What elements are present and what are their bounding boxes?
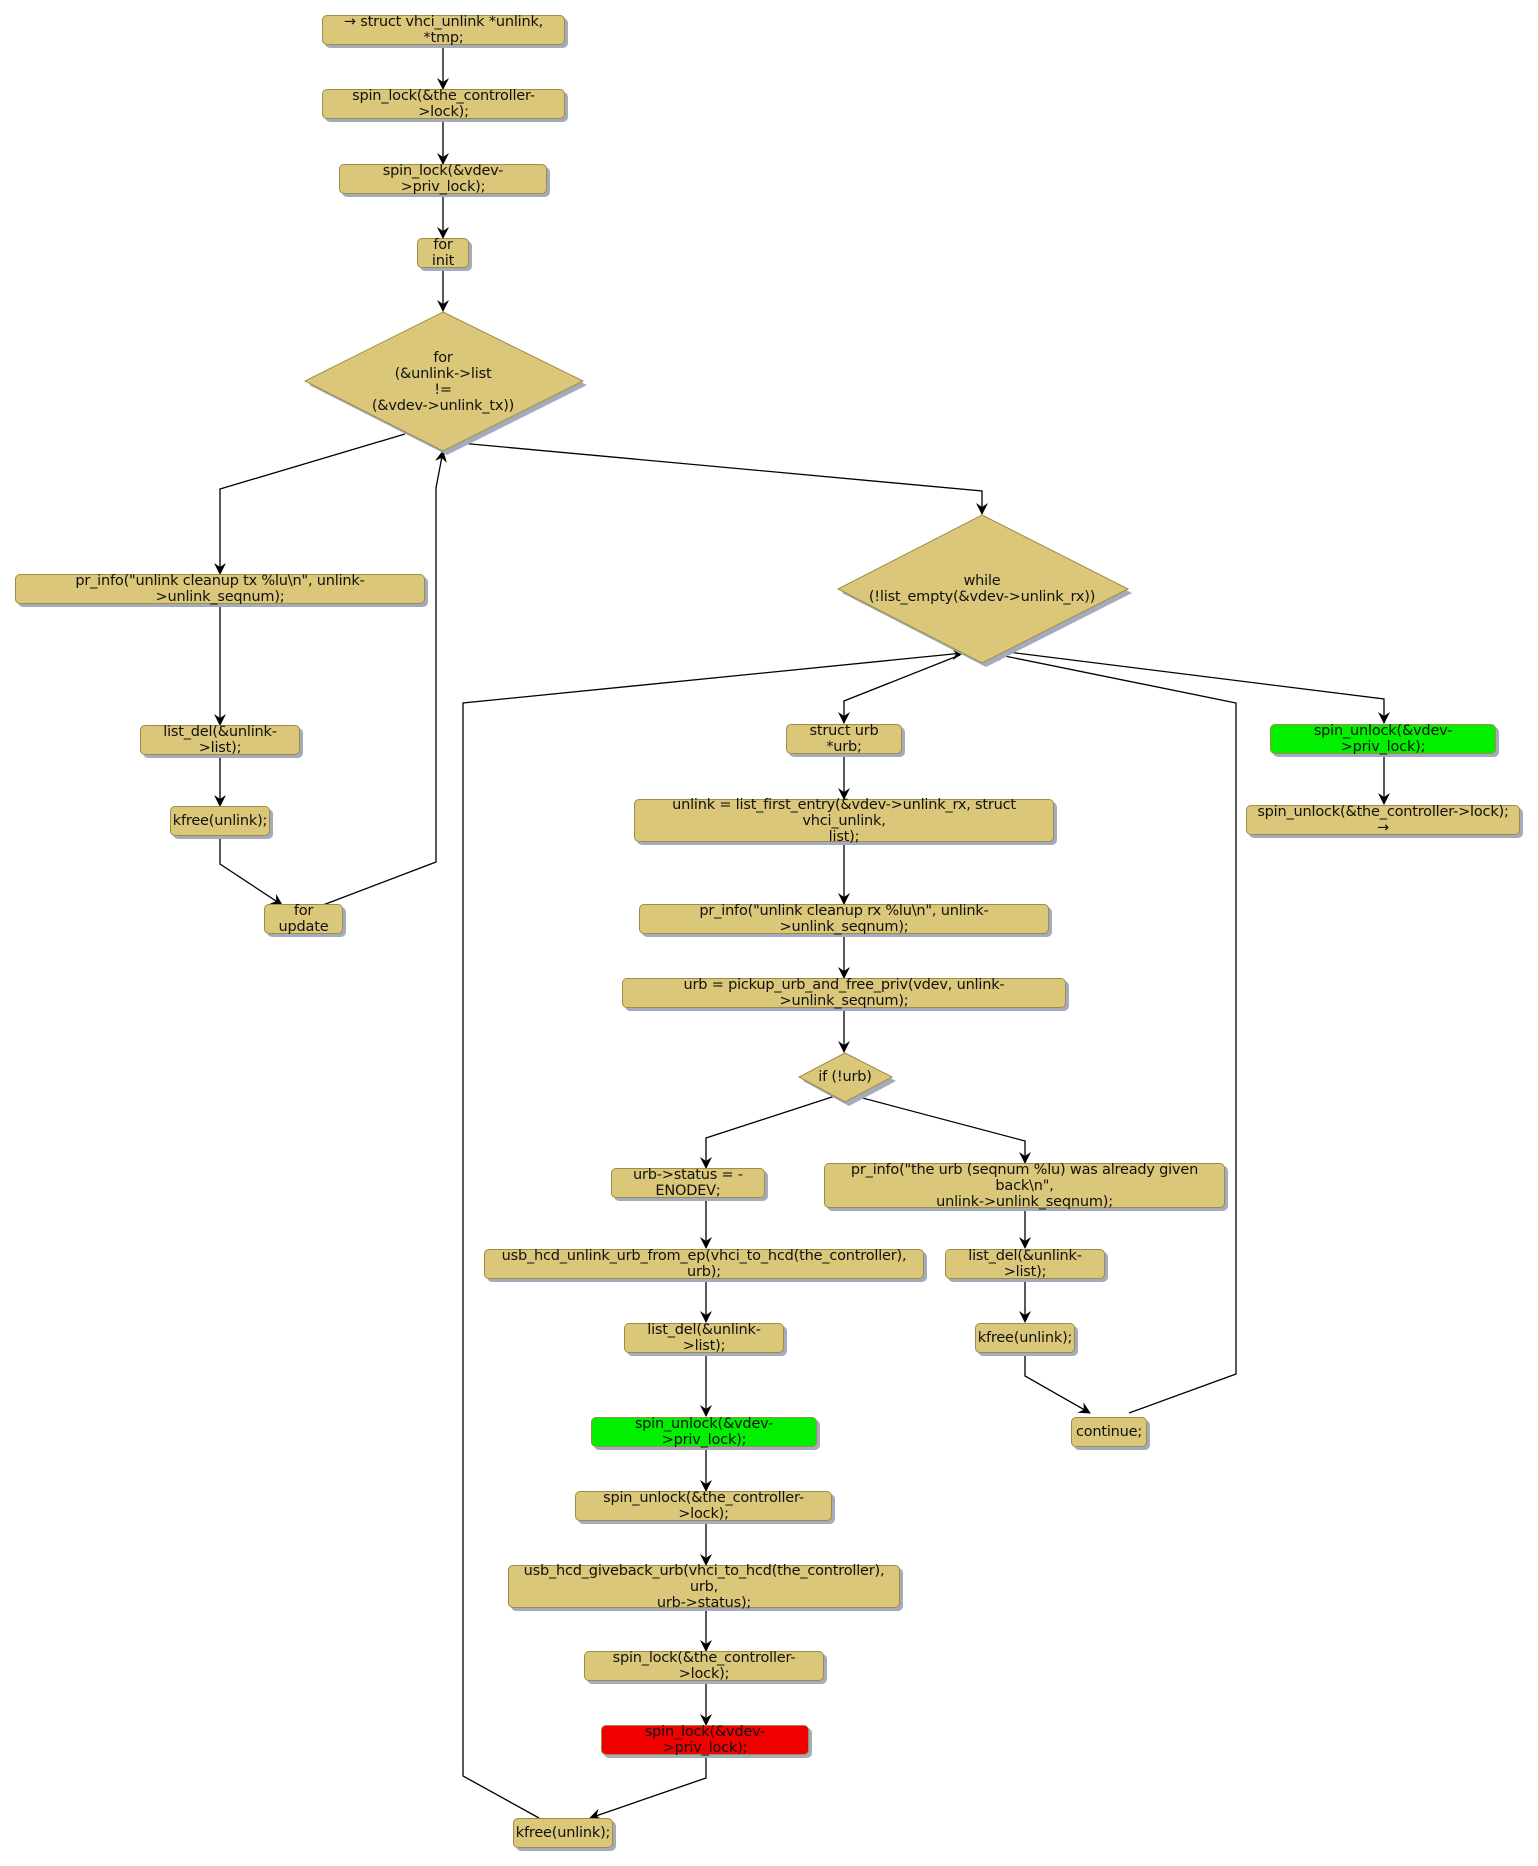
list-del-b-node: list_del(&unlink->list); (945, 1248, 1105, 1280)
if-condition-text: if (!urb) (818, 1069, 872, 1085)
pr-info-given-back-node: pr_info("the urb (seqnum %lu) was alread… (824, 1162, 1225, 1210)
edge (219, 836, 283, 906)
kfree-a-node: kfree(unlink); (513, 1818, 613, 1848)
giveback-urb-node: usb_hcd_giveback_urb(vhci_to_hcd(the_con… (508, 1563, 900, 1611)
lock-controller-b-node: spin_lock(&the_controller->lock); (584, 1650, 824, 1682)
edge (999, 650, 1390, 724)
lock-priv-node: spin_lock(&vdev->priv_lock); (339, 163, 547, 195)
pr-info-tx-node: pr_info("unlink cleanup tx %lu\n", unlin… (15, 573, 425, 605)
pickup-urb-node: urb = pickup_urb_and_free_priv(vdev, unl… (622, 977, 1066, 1009)
continue-node: continue; (1071, 1417, 1147, 1447)
edge (700, 1095, 836, 1169)
pr-info-rx-node: pr_info("unlink cleanup rx %lu\n", unlin… (639, 903, 1049, 935)
urb-status-node: urb->status = -ENODEV; (611, 1167, 765, 1199)
edge (838, 654, 961, 724)
edge (854, 1095, 1031, 1164)
kfree-b-node: kfree(unlink); (975, 1323, 1075, 1353)
list-del-tx-node: list_del(&unlink->list); (140, 724, 300, 756)
for-condition-text: for (&unlink->list != (&vdev->unlink_tx)… (371, 350, 515, 414)
edge (589, 1756, 707, 1821)
unlock-priv-end-node: spin_unlock(&vdev->priv_lock); (1270, 723, 1496, 755)
unlink-urb-from-ep-node: usb_hcd_unlink_urb_from_ep(vhci_to_hcd(t… (484, 1248, 924, 1280)
for-update-node: for update (264, 903, 343, 935)
decision-shapes (303, 311, 1132, 1106)
for-init-node: for init (417, 237, 469, 269)
edge (459, 442, 988, 515)
list-del-a-node: list_del(&unlink->list); (624, 1322, 784, 1354)
unlock-controller-a-node: spin_unlock(&the_controller->lock); (575, 1490, 832, 1522)
declaration-node: → struct vhci_unlink *unlink, *tmp; (322, 14, 565, 46)
edge (214, 433, 406, 575)
while-loop-diamond-shape (836, 514, 1130, 664)
edge (1024, 1353, 1091, 1414)
if-diamond-shape (797, 1052, 894, 1103)
struct-urb-node: struct urb *urb; (786, 723, 902, 755)
unlock-priv-a-node: spin_unlock(&vdev->priv_lock); (591, 1416, 817, 1448)
edge (462, 648, 964, 1819)
for-loop-diamond-shape (303, 311, 585, 452)
lock-controller-node: spin_lock(&the_controller->lock); (322, 88, 565, 120)
list-first-entry-node: unlink = list_first_entry(&vdev->unlink_… (634, 797, 1054, 845)
kfree-tx-node: kfree(unlink); (170, 806, 270, 836)
edge (322, 450, 447, 906)
lock-priv-b-node: spin_lock(&vdev->priv_lock); (601, 1724, 809, 1756)
edge (989, 649, 1237, 1414)
unlock-controller-end-node: spin_unlock(&the_controller->lock); → (1246, 804, 1520, 836)
while-condition-text: while (!list_empty(&vdev->unlink_rx)) (868, 573, 1096, 605)
